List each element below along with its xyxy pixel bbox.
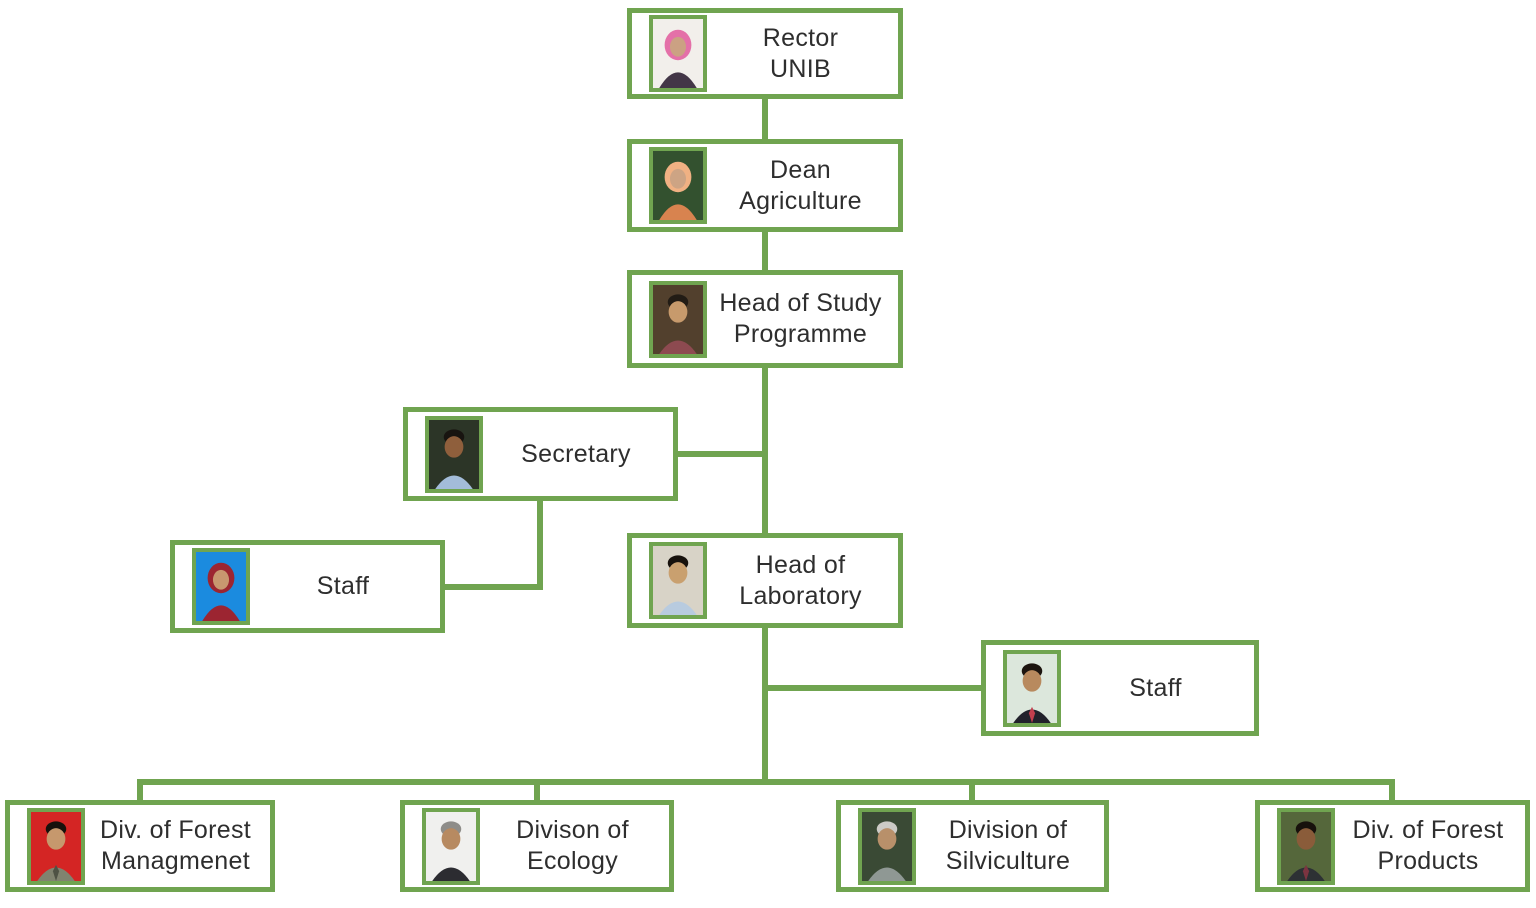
node-div-silviculture: Division of Silviculture <box>836 800 1109 892</box>
dean-portrait <box>649 147 707 224</box>
connector-secretary-down <box>537 498 543 590</box>
node-label-div-silviculture: Division of Silviculture <box>945 816 1071 875</box>
connector-secretary-trunk <box>675 451 765 457</box>
secretary-portrait <box>425 415 483 493</box>
connector-drop-forest-mgmt <box>137 779 143 803</box>
node-div-forest-management: Div. of Forest Managmenet <box>5 800 275 892</box>
connector-bottom-bus <box>137 779 1395 785</box>
staff-lab-portrait <box>1003 649 1061 727</box>
node-staff-secretariat: Staff <box>170 540 445 633</box>
node-dean: Dean Agriculture <box>627 139 903 232</box>
connector-drop-forest-products <box>1389 779 1395 803</box>
connector-drop-ecology <box>534 779 540 803</box>
node-head-laboratory: Head of Laboratory <box>627 533 903 628</box>
rector-portrait <box>649 15 707 92</box>
connector-staff-secretariat <box>441 584 543 590</box>
staff-secretariat-portrait <box>192 548 250 625</box>
node-label-staff-secretariat: Staff <box>316 572 370 600</box>
node-label-div-forest-products: Div. of Forest Products <box>1352 816 1504 875</box>
node-label-secretary: Secretary <box>521 439 631 468</box>
node-staff-laboratory: Staff <box>981 640 1259 736</box>
connector-rector-dean <box>762 96 768 142</box>
node-label-staff-lab: Staff <box>1129 673 1182 702</box>
head-study-portrait <box>649 280 707 358</box>
connector-drop-silviculture <box>969 779 975 803</box>
node-label-rector: Rector UNIB <box>762 23 839 83</box>
node-secretary: Secretary <box>403 407 678 501</box>
div-ecology-portrait <box>422 807 480 885</box>
connector-staff-lab <box>762 685 984 691</box>
div-silviculture-portrait <box>858 807 916 885</box>
div-forest-mgmt-portrait <box>27 807 85 885</box>
node-div-forest-products: Div. of Forest Products <box>1255 800 1530 892</box>
node-head-study-programme: Head of Study Programme <box>627 270 903 368</box>
node-label-dean: Dean Agriculture <box>739 155 862 215</box>
node-label-head-study: Head of Study Programme <box>719 289 882 348</box>
node-label-head-lab: Head of Laboratory <box>739 550 862 610</box>
connector-headlab-down <box>762 625 768 785</box>
node-div-ecology: Divison of Ecology <box>400 800 674 892</box>
node-label-div-ecology: Divison of Ecology <box>516 816 629 875</box>
node-label-div-forest-mgmt: Div. of Forest Managmenet <box>100 816 251 875</box>
connector-headstudy-headlab <box>762 365 768 536</box>
node-rector: Rector UNIB <box>627 8 903 99</box>
connector-dean-headstudy <box>762 229 768 273</box>
head-lab-portrait <box>649 542 707 619</box>
div-forest-products-portrait <box>1277 807 1335 885</box>
